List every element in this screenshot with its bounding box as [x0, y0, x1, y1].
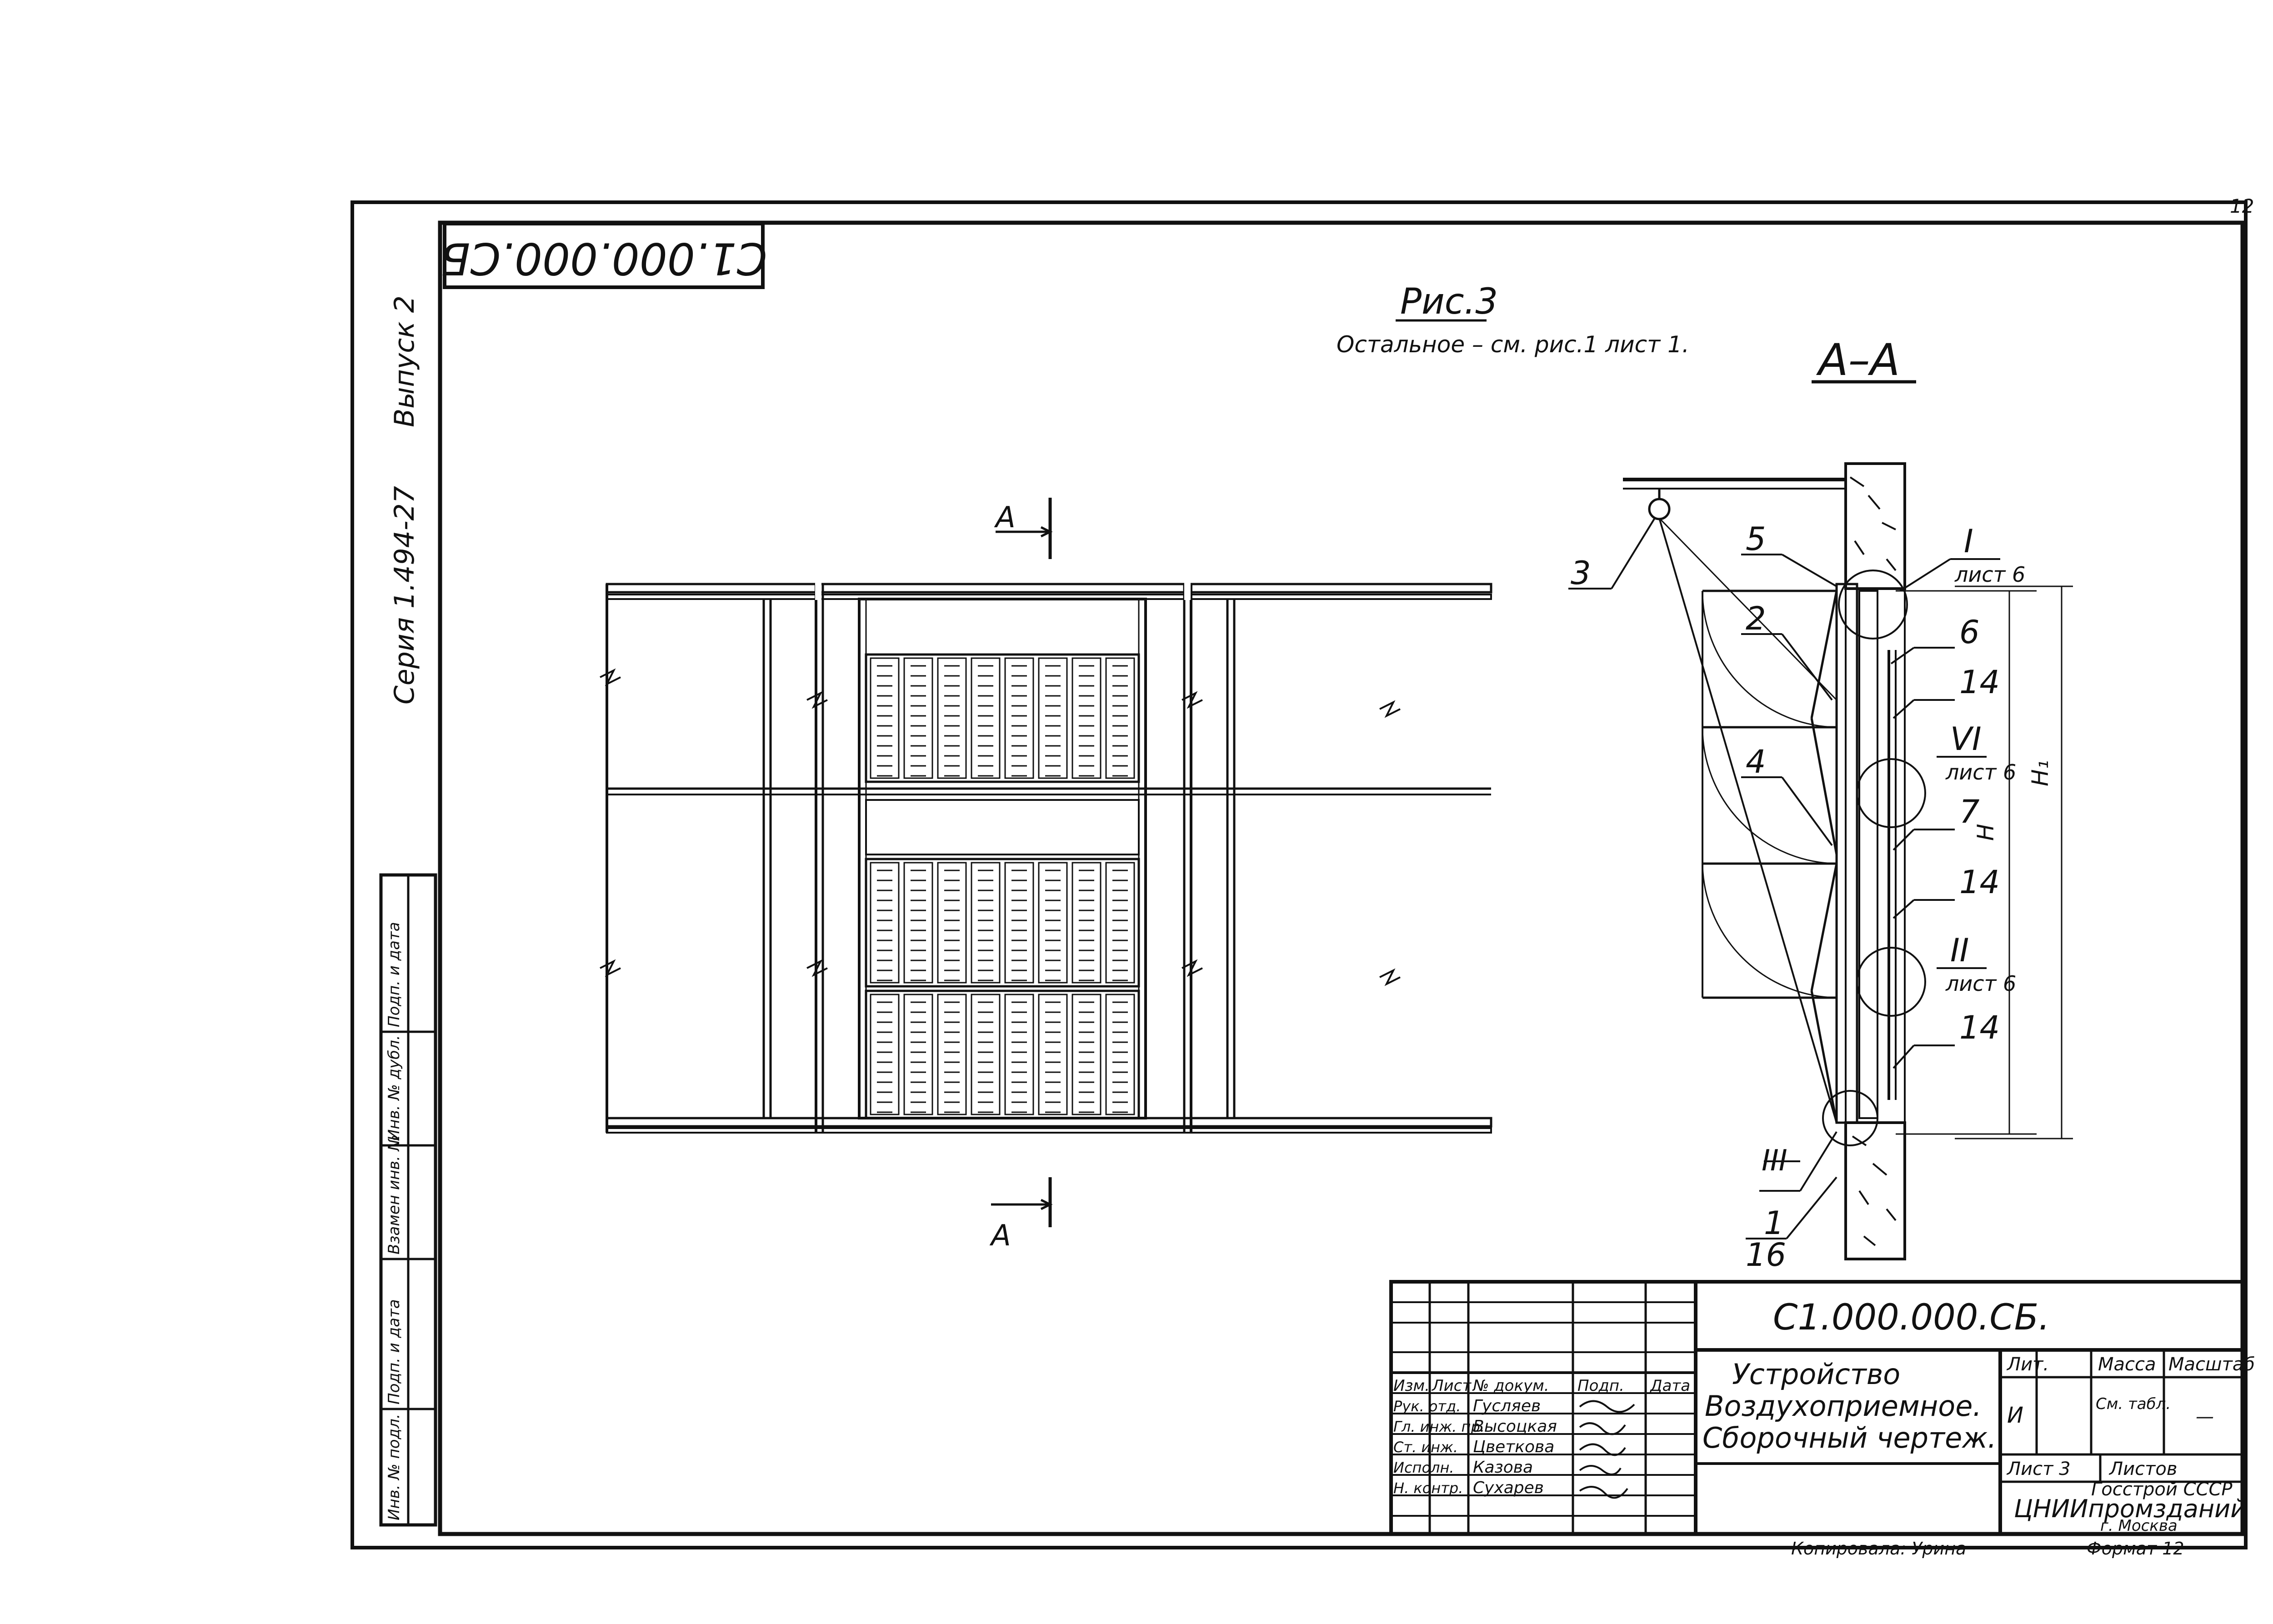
role-4: Исполн.	[1393, 1459, 1454, 1476]
sheet-number: Лист 3	[2006, 1459, 2071, 1479]
role-1: Рук. отд.	[1393, 1398, 1461, 1415]
rotated-code: С1.000.000.СБ	[440, 233, 767, 284]
strip-label-5: Подп. и дата	[385, 922, 403, 1027]
detail-VI: VI	[1950, 720, 1982, 758]
strip-label-3: Взамен инв. №	[385, 1135, 403, 1254]
outer-frame	[350, 200, 2248, 1549]
name-4: Казова	[1473, 1458, 1533, 1477]
dim-H1: H₁	[2027, 760, 2053, 786]
mass-value: См. табл.	[2096, 1395, 2171, 1413]
drawing-code: С1.000.000.СБ.	[1773, 1297, 2050, 1338]
rotated-code-box	[443, 222, 765, 289]
callout-16: 16	[1746, 1236, 1786, 1274]
inner-frame	[438, 220, 2245, 1536]
callout-6: 6	[1959, 614, 1980, 651]
org-line-1: Госстрой СССР	[2091, 1479, 2233, 1500]
mass-header: Масса	[2098, 1354, 2156, 1375]
section-title: А–А	[1816, 335, 1900, 385]
dim-H: H	[1973, 824, 1999, 841]
tb-header-sign: Подп.	[1577, 1377, 1624, 1395]
title-block	[1389, 1280, 2244, 1536]
drawing-title-line-3: Сборочный чертеж.	[1702, 1421, 1997, 1454]
detail-III: III	[1762, 1144, 1787, 1178]
series-label: Серия 1.494-27	[389, 486, 421, 705]
name-5: Сухарев	[1473, 1479, 1544, 1497]
figure-title: Рис.3	[1400, 281, 1498, 322]
detail-II: II	[1950, 932, 1969, 969]
org-line-2: ЦНИИпромзданий	[2014, 1494, 2246, 1523]
archive-strip: Инв. № подл. Подп. и дата Взамен инв. № …	[379, 873, 437, 1527]
callout-14c: 14	[1959, 1009, 2000, 1046]
name-1: Гусляев	[1473, 1397, 1541, 1415]
section-marker-bottom-label: А	[989, 1219, 1011, 1253]
scale-header: Масштаб	[2168, 1354, 2255, 1375]
callout-leaders	[1568, 517, 2000, 1239]
lit-header: Лит.	[2006, 1354, 2049, 1375]
callout-5: 5	[1746, 520, 1766, 558]
section-marker-bottom: А	[989, 1177, 1053, 1253]
tb-header-date: Дата	[1649, 1377, 1690, 1395]
callout-3: 3	[1571, 555, 1591, 592]
detail-VI-sheet: лист 6	[1945, 760, 2016, 785]
section-marker-top-label: А	[994, 501, 1016, 535]
section-marker-top: А	[994, 498, 1053, 559]
callout-14a: 14	[1959, 664, 2000, 701]
sheets-total: Листов	[2108, 1459, 2177, 1479]
callout-2: 2	[1746, 600, 1766, 637]
figure-note: Остальное – см. рис.1 лист 1.	[1337, 331, 1689, 358]
detail-I: I	[1964, 523, 1973, 560]
callout-14b: 14	[1959, 864, 2000, 901]
role-3: Ст. инж.	[1393, 1439, 1458, 1456]
tb-header-izm: Изм.	[1393, 1377, 1430, 1395]
drawing-title-line-1: Устройство	[1732, 1358, 1900, 1391]
strip-label-1: Инв. № подл.	[385, 1414, 403, 1520]
copied-by: Копировала: Урина	[1791, 1539, 1966, 1559]
name-3: Цветкова	[1473, 1438, 1554, 1456]
front-view	[600, 582, 1492, 1134]
strip-label-2: Подп. и дата	[385, 1299, 403, 1404]
strip-label-4: Инв. № дубл.	[385, 1035, 403, 1141]
scale-value: —	[2196, 1406, 2214, 1427]
callout-7: 7	[1959, 793, 1980, 830]
tb-header-doc: № докум.	[1472, 1377, 1549, 1395]
callout-1: 1	[1764, 1204, 1784, 1242]
lit-value: И	[2007, 1403, 2023, 1428]
role-5: Н. контр.	[1393, 1479, 1463, 1497]
org-line-3: г. Москва	[2100, 1517, 2178, 1535]
issue-label: Выпуск 2	[389, 295, 421, 427]
signatures	[1579, 1400, 1635, 1499]
corner-number: 12	[2230, 195, 2254, 217]
section-view: H H₁	[1623, 462, 2073, 1260]
role-2: Гл. инж. пр.	[1393, 1418, 1485, 1435]
callout-4: 4	[1746, 743, 1766, 780]
format-label: Формат 12	[2087, 1539, 2184, 1559]
tb-header-list: Лист	[1431, 1377, 1472, 1395]
detail-I-sheet: лист 6	[1954, 562, 2025, 587]
name-2: Высоцкая	[1473, 1417, 1557, 1436]
drawing-title-line-2: Воздухоприемное.	[1705, 1389, 1982, 1423]
detail-II-sheet: лист 6	[1945, 971, 2016, 996]
